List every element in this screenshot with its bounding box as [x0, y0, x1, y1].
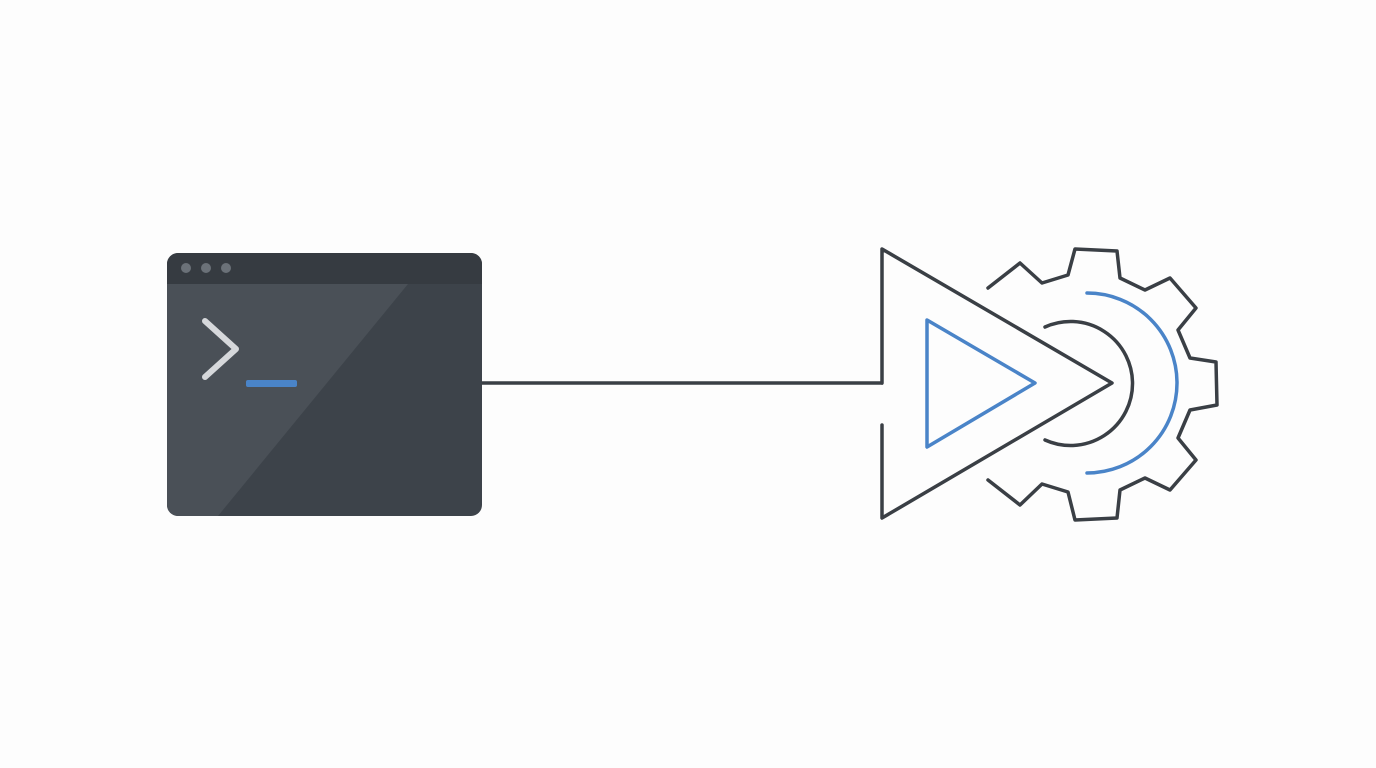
window-dot-icon	[221, 263, 231, 273]
terminal-window-icon	[167, 253, 482, 516]
prompt-chevron-icon	[202, 318, 239, 380]
terminal-titlebar	[167, 253, 482, 284]
play-gear-icon	[880, 247, 1219, 522]
window-dot-icon	[181, 263, 191, 273]
window-dot-icon	[201, 263, 211, 273]
gear-accent-arc-icon	[1085, 291, 1179, 475]
cursor-underscore-icon	[246, 380, 297, 387]
outer-play-triangle-icon	[880, 247, 1114, 520]
gear-outline-icon	[986, 247, 1219, 522]
gear-inner-arc-icon	[1043, 319, 1135, 448]
inner-play-triangle-icon	[925, 318, 1037, 449]
